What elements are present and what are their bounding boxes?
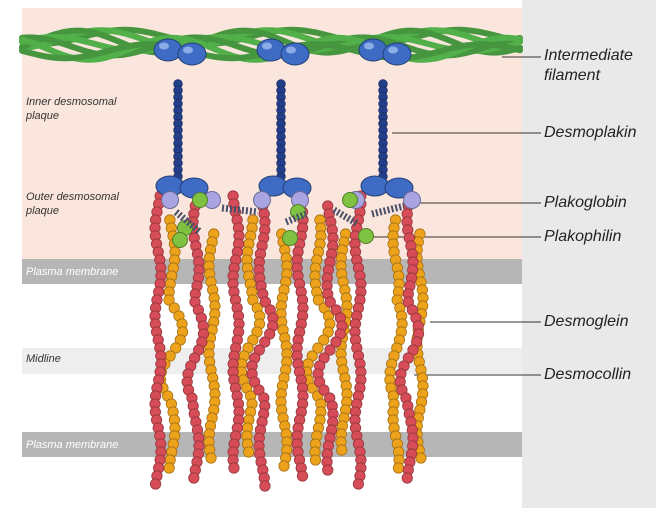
plakophilin-molecule bbox=[343, 193, 358, 208]
desmocollin-molecule-bead bbox=[393, 463, 403, 473]
desmocollin-molecule-bead bbox=[310, 455, 320, 465]
outer-plaque-label: Outer desmosomal plaque bbox=[26, 190, 119, 218]
plakoglobin-molecule bbox=[162, 192, 179, 209]
plasma-membrane-label-top: Plasma membrane bbox=[26, 265, 118, 279]
plakoglobin-molecule bbox=[404, 192, 421, 209]
desmoplakin-head bbox=[383, 43, 411, 65]
inner-plaque-label-line-1: Inner desmosomal bbox=[26, 95, 117, 109]
desmoplakin-head bbox=[178, 43, 206, 65]
inner-plaque-label-line-2: plaque bbox=[26, 109, 117, 123]
plakoglobin-label: Plakoglobin bbox=[544, 193, 627, 213]
outer-plaque-label-line-2: plaque bbox=[26, 204, 119, 218]
desmoglein-molecule-bead bbox=[353, 479, 363, 489]
plakoglobin-molecule bbox=[254, 192, 271, 209]
desmoplakin-molecule bbox=[174, 80, 183, 181]
desmoglein-molecule-bead bbox=[189, 473, 199, 483]
desmoplakin-label: Desmoplakin bbox=[544, 123, 636, 143]
desmoglein-molecule-bead bbox=[297, 471, 307, 481]
midline-band bbox=[22, 348, 522, 374]
desmoplakin-head bbox=[154, 39, 182, 61]
intermediate-filament-label: Intermediate filament bbox=[544, 46, 633, 86]
desmoplakin-head bbox=[281, 43, 309, 65]
plakophilin-label: Plakophilin bbox=[544, 227, 621, 247]
desmocollin-label: Desmocollin bbox=[544, 365, 631, 385]
desmoglein-molecule-bead bbox=[229, 463, 239, 473]
plasma-membrane-label-bottom: Plasma membrane bbox=[26, 438, 118, 452]
desmocollin-molecule-bead bbox=[337, 445, 347, 455]
desmoplakin-molecule bbox=[379, 80, 388, 181]
desmoglein-molecule-bead bbox=[402, 473, 412, 483]
desmoglein-molecule-bead bbox=[323, 465, 333, 475]
desmoplakin-head-highlight bbox=[159, 43, 169, 50]
plakophilin-molecule bbox=[193, 193, 208, 208]
midline-label: Midline bbox=[26, 352, 61, 366]
inner-plaque-label: Inner desmosomal plaque bbox=[26, 95, 117, 123]
desmocollin-molecule-bead bbox=[164, 463, 174, 473]
desmoglein-molecule-bead bbox=[150, 479, 160, 489]
desmocollin-molecule-bead bbox=[279, 461, 289, 471]
plakophilin-molecule bbox=[359, 229, 374, 244]
intermediate-filament-label-line-2: filament bbox=[544, 66, 633, 86]
desmoplakin-head-highlight bbox=[286, 47, 296, 54]
desmoplakin-head-highlight bbox=[388, 47, 398, 54]
desmoplakin-head bbox=[359, 39, 387, 61]
desmoplakin-head-highlight bbox=[262, 43, 272, 50]
desmoplakin-molecule bbox=[277, 80, 286, 181]
desmocollin-molecule-bead bbox=[206, 453, 216, 463]
desmoglein-label: Desmoglein bbox=[544, 312, 628, 332]
desmoplakin-head-highlight bbox=[183, 47, 193, 54]
intermediate-filament-label-line-1: Intermediate bbox=[544, 46, 633, 66]
desmoglein-molecule-bead bbox=[260, 481, 270, 491]
plakophilin-molecule bbox=[173, 233, 188, 248]
outer-plaque-label-line-1: Outer desmosomal bbox=[26, 190, 119, 204]
plakophilin-molecule bbox=[283, 231, 298, 246]
desmoplakin-head-highlight bbox=[364, 43, 374, 50]
desmoplakin-head bbox=[257, 39, 285, 61]
desmocollin-molecule-bead bbox=[243, 447, 253, 457]
desmocollin-molecule-bead bbox=[416, 453, 426, 463]
